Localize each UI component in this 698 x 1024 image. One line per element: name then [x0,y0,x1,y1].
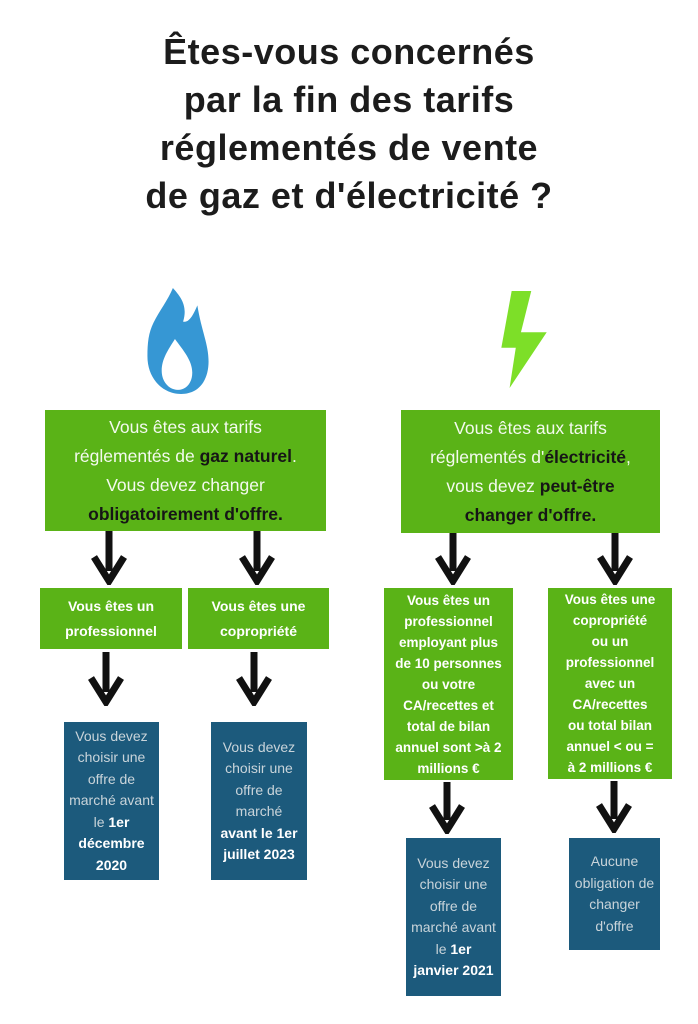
gas-branch-professionnel-box: Vous êtes un professionnel [40,588,182,649]
text-run: Vous êtes aux tarifs réglementés d' [430,417,607,467]
electricity-outcome-professionnel-box: Vous devez choisir une offre de marché a… [406,838,501,996]
gas-outcome-copropriete-box: Vous devez choisir une offre de marché a… [211,722,307,880]
text-run: Vous devez choisir une offre de marché a… [411,854,496,957]
text-run-bold: peut-être changer d'offre. [464,475,615,525]
electricity-outcome-copropriete-box: Aucune obligation de changer d'offre [569,838,660,950]
arrow-down-icon [596,533,634,585]
text-run-bold: obligatoirement d'offre. [88,503,283,524]
electricity-intro-box: Vous êtes aux tarifs réglementés d'élect… [401,410,660,533]
text-run: Aucune obligation de changer d'offre [574,853,655,934]
text-run-bold: 1er décembre 2020 [78,813,145,873]
outcome-text: Aucune obligation de changer d'offre [575,851,654,937]
gas-outcome-professionnel-box: Vous devez choisir une offre de marché a… [64,722,159,880]
arrow-down-icon [428,782,466,834]
text-run-bold: électricité [544,446,627,467]
branch-label: Vous êtes un professionnel [65,597,157,639]
electricity-intro-text: Vous êtes aux tarifs réglementés d'élect… [430,414,631,530]
text-run: Vous devez choisir une offre de marché a… [69,727,154,830]
text-run: Vous êtes aux tarifs réglementés de [74,416,262,466]
text-run: . Vous devez changer [106,445,297,495]
lightning-icon [490,284,556,397]
arrow-down-icon [87,652,125,706]
text-run: Vous devez choisir une offre de marché [222,738,296,820]
electricity-branch-professionnel-box: Vous êtes un professionnel employant plu… [384,588,513,780]
outcome-text: Vous devez choisir une offre de marché a… [69,726,154,877]
arrow-down-icon [434,533,472,585]
gas-intro-text: Vous êtes aux tarifs réglementés de gaz … [74,413,297,529]
text-run-bold: avant le 1er juillet 2023 [220,824,298,863]
text-run-bold: 1er janvier 2021 [413,940,494,979]
outcome-text: Vous devez choisir une offre de marché a… [220,737,297,866]
outcome-text: Vous devez choisir une offre de marché a… [411,853,496,982]
arrow-down-icon [595,781,633,833]
branch-label: Vous êtes une copropriété [211,597,306,639]
text-run: , vous devez [446,446,631,496]
gas-intro-box: Vous êtes aux tarifs réglementés de gaz … [45,410,326,531]
branch-label: Vous êtes un professionnel employant plu… [395,592,502,776]
gas-branch-copropriete-box: Vous êtes une copropriété [188,588,329,649]
arrow-down-icon [238,531,276,585]
flame-icon [143,288,213,396]
arrow-down-icon [90,531,128,585]
page-title: Êtes-vous concernés par la fin des tarif… [145,31,553,216]
text-run-bold: gaz naturel [199,445,292,466]
branch-label: Vous êtes une copropriété ou un professi… [564,592,656,775]
electricity-branch-copropriete-box: Vous êtes une copropriété ou un professi… [548,588,672,779]
arrow-down-icon [235,652,273,706]
